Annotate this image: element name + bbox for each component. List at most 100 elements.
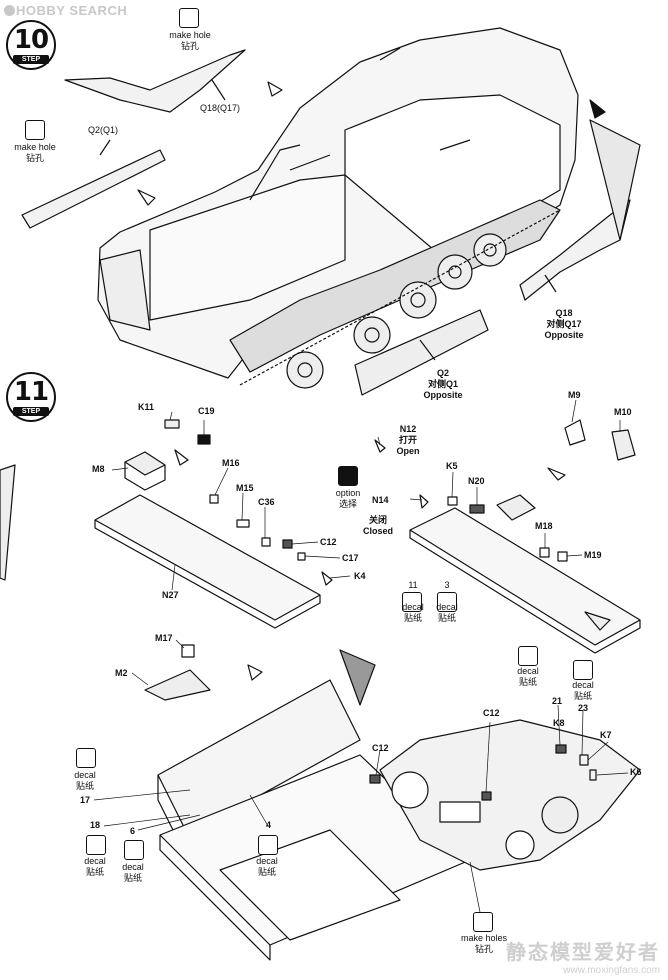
part-m8	[124, 451, 166, 476]
decal-icon	[402, 592, 422, 612]
part-m9	[564, 419, 586, 446]
part-c17	[297, 552, 306, 561]
text: Q18	[555, 308, 573, 318]
text: Opposite	[423, 390, 463, 400]
text: Open	[396, 446, 420, 456]
text: 贴纸	[437, 613, 456, 623]
part-k6	[589, 769, 597, 781]
label-m8: M8	[92, 464, 105, 474]
part-k8	[555, 744, 567, 754]
text: decal	[122, 862, 144, 872]
hull-assembly	[97, 27, 579, 389]
text: 贴纸	[75, 781, 94, 791]
text: decal	[572, 680, 594, 690]
text: decal	[74, 770, 96, 780]
label-k6: K6	[630, 767, 642, 777]
part-m18	[539, 547, 550, 558]
label-4: 4	[266, 820, 272, 830]
label-k11: K11	[138, 402, 155, 412]
part-c12-right	[481, 791, 492, 801]
part-m15	[236, 519, 250, 528]
part-m17	[181, 644, 195, 658]
label-m15: M15	[236, 483, 254, 493]
text: decal	[517, 666, 539, 676]
label-18: 18	[90, 820, 101, 830]
text: 钻孔	[180, 41, 199, 51]
label-k8: K8	[553, 718, 565, 728]
text: 钻孔	[25, 153, 44, 163]
part-c12-mid	[369, 774, 381, 784]
label-23: 23	[578, 703, 589, 713]
part-m16	[209, 494, 219, 504]
text: option	[335, 488, 361, 498]
step-11-number: 11	[13, 377, 49, 407]
label-n14: N14	[372, 495, 389, 505]
decal-icon	[76, 748, 96, 768]
text: 关闭	[368, 515, 387, 525]
text: 打开	[398, 435, 417, 445]
part-q2-right	[354, 309, 489, 396]
decal-icon	[573, 660, 593, 680]
part-m2	[144, 669, 211, 701]
label-k5: K5	[446, 461, 458, 471]
text: 对侧Q1	[427, 379, 458, 389]
label-c19: C19	[198, 406, 215, 416]
text: 对侧Q17	[546, 319, 582, 329]
watermark-url: www.moxingfans.com	[563, 965, 660, 976]
part-q18-q17-top	[64, 49, 246, 113]
label-m2: M2	[115, 668, 128, 678]
step-10-number: 10	[13, 25, 49, 55]
step-10-badge: 10 STEP	[6, 20, 56, 70]
label-q18-q17: Q18(Q17)	[200, 103, 241, 113]
side-panel	[157, 679, 361, 836]
text: 钻孔	[474, 944, 493, 954]
part-c12	[282, 539, 293, 549]
text: 11	[408, 580, 418, 590]
text: 贴纸	[85, 867, 104, 877]
decal-icon	[437, 592, 457, 612]
label-17: 17	[80, 795, 91, 805]
text: Opposite	[544, 330, 584, 340]
part-k4	[321, 571, 333, 586]
text: decal	[402, 602, 424, 612]
label-n27: N27	[162, 590, 179, 600]
label-m10: M10	[614, 407, 632, 417]
decal-icon	[86, 835, 106, 855]
part-k11	[164, 419, 180, 429]
text: decal	[256, 856, 278, 866]
part-n14	[419, 494, 429, 509]
option-icon	[338, 466, 358, 486]
text: 贴纸	[123, 873, 142, 883]
part-n20	[469, 504, 485, 514]
text: make hole	[169, 30, 211, 40]
watermark-cn: 静态模型爱好者	[506, 942, 660, 964]
label-6: 6	[130, 826, 136, 836]
plate-n27	[94, 494, 321, 621]
part-n12	[374, 439, 386, 453]
part-q2-q1-top	[21, 149, 166, 229]
text: 贴纸	[518, 677, 537, 687]
label-m19: M19	[584, 550, 602, 560]
label-k7: K7	[600, 730, 612, 740]
text: N12	[399, 424, 417, 434]
label-k4: K4	[354, 571, 366, 581]
text: 贴纸	[403, 613, 422, 623]
label-c12: C12	[320, 537, 337, 547]
part-c36	[261, 537, 271, 547]
make-holes-icon	[473, 912, 493, 932]
text: Q2	[436, 368, 449, 378]
decal-icon	[258, 835, 278, 855]
